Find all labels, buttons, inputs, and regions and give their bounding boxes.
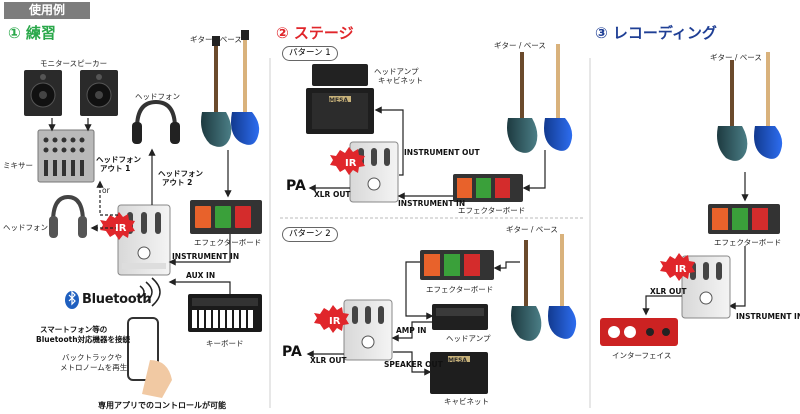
label-headphone-out1-b: アウト 1 bbox=[100, 163, 130, 174]
label-headamp-stage2: ヘッドアンプ bbox=[446, 333, 490, 344]
guitar-teal-practice bbox=[201, 36, 231, 147]
label-speaker-out: SPEAKER OUT bbox=[384, 360, 443, 369]
label-app-control: 専用アプリでのコントロールが可能 bbox=[98, 400, 226, 411]
label-effector-board-stage2: エフェクターボード bbox=[426, 284, 493, 295]
label-pa-2: PA bbox=[282, 344, 302, 360]
smartphone bbox=[128, 318, 172, 398]
label-guitar-bass-stage1: ギター / ベース bbox=[494, 40, 546, 51]
headphones-left bbox=[49, 197, 87, 238]
label-xlr-out-stage1: XLR OUT bbox=[314, 190, 351, 199]
headphones-top bbox=[132, 102, 180, 144]
effector-board-recording bbox=[708, 204, 780, 234]
label-effector-board-practice: エフェクターボード bbox=[194, 237, 261, 248]
label-instrument-out: INSTRUMENT OUT bbox=[404, 148, 480, 157]
bass-blue-stage2 bbox=[548, 234, 576, 339]
pattern-1-label: パターン 1 bbox=[282, 46, 338, 61]
guitar-teal-stage1 bbox=[507, 52, 537, 153]
section-recording-title: ③ レコーディング bbox=[595, 22, 717, 43]
label-guitar-bass-stage2: ギター / ベース bbox=[506, 224, 558, 235]
monitor-speaker-right bbox=[80, 70, 118, 116]
bass-blue-recording bbox=[754, 52, 782, 159]
ir-badge-text-stage1: IR bbox=[345, 158, 356, 169]
label-instrument-in-practice: INSTRUMENT IN bbox=[172, 252, 239, 261]
bass-blue-stage1 bbox=[544, 44, 572, 151]
brand-amp-p1: MESA bbox=[329, 97, 348, 104]
ir-device-stage2 bbox=[344, 300, 392, 360]
keyboard-device bbox=[188, 294, 262, 332]
label-guitar-bass-recording: ギター / ベース bbox=[710, 52, 762, 63]
bluetooth-logo bbox=[65, 291, 79, 309]
label-smartphone-2: Bluetooth対応機器を接続 bbox=[36, 334, 130, 345]
label-mixer: ミキサー bbox=[3, 160, 33, 171]
headamp-stage2 bbox=[432, 304, 488, 330]
label-monitor-speaker: モニタースピーカー bbox=[40, 58, 107, 69]
label-headphone-left: ヘッドフォン bbox=[3, 222, 48, 233]
effector-board-stage2 bbox=[420, 250, 494, 280]
label-xlr-out-recording: XLR OUT bbox=[650, 287, 687, 296]
pattern-2-label: パターン 2 bbox=[282, 227, 338, 242]
label-effector-board-recording: エフェクターボード bbox=[714, 237, 781, 248]
label-headphone-out2-b: アウト 2 bbox=[162, 177, 192, 188]
label-amp-in: AMP IN bbox=[396, 326, 426, 335]
label-interface: インターフェイス bbox=[612, 350, 671, 361]
bass-blue-practice bbox=[231, 30, 259, 145]
guitar-teal-recording bbox=[717, 60, 747, 161]
label-xlr-out-stage2: XLR OUT bbox=[310, 356, 347, 365]
audio-interface bbox=[600, 318, 678, 346]
label-instrument-in-stage: INSTRUMENT IN bbox=[398, 199, 465, 208]
label-cabinet: キャビネット bbox=[444, 396, 489, 407]
label-aux-in: AUX IN bbox=[186, 271, 215, 280]
guitar-teal-stage2 bbox=[511, 240, 541, 341]
label-headphone-top: ヘッドフォン bbox=[135, 91, 180, 102]
label-effector-board-stage1: エフェクターボード bbox=[458, 205, 525, 216]
label-or: or bbox=[102, 186, 110, 195]
usage-example-tag: 使用例 bbox=[4, 2, 90, 19]
label-instrument-in-recording: INSTRUMENT IN bbox=[736, 312, 800, 321]
effector-board-stage1 bbox=[453, 174, 523, 202]
mixer-device bbox=[38, 130, 94, 182]
label-keyboard: キーボード bbox=[206, 338, 244, 349]
label-guitar-bass-practice: ギター / ベース bbox=[190, 34, 242, 45]
label-backing-2: メトロノームを再生 bbox=[60, 362, 127, 373]
section-practice-title: ① 練習 bbox=[8, 22, 56, 43]
label-bluetooth: Bluetooth bbox=[82, 292, 151, 307]
ir-badge-text-recording: IR bbox=[675, 264, 686, 275]
ir-badge-text-stage2: IR bbox=[329, 316, 340, 327]
ir-badge-text-practice: IR bbox=[115, 223, 126, 234]
monitor-speaker-left bbox=[24, 70, 62, 116]
effector-board-practice bbox=[190, 200, 262, 234]
brand-cabinet-p2: MESA bbox=[448, 357, 467, 364]
label-headamp-cab-b: キャビネット bbox=[378, 75, 423, 86]
label-pa-1: PA bbox=[286, 178, 306, 194]
section-stage-title: ② ステージ bbox=[276, 22, 354, 43]
